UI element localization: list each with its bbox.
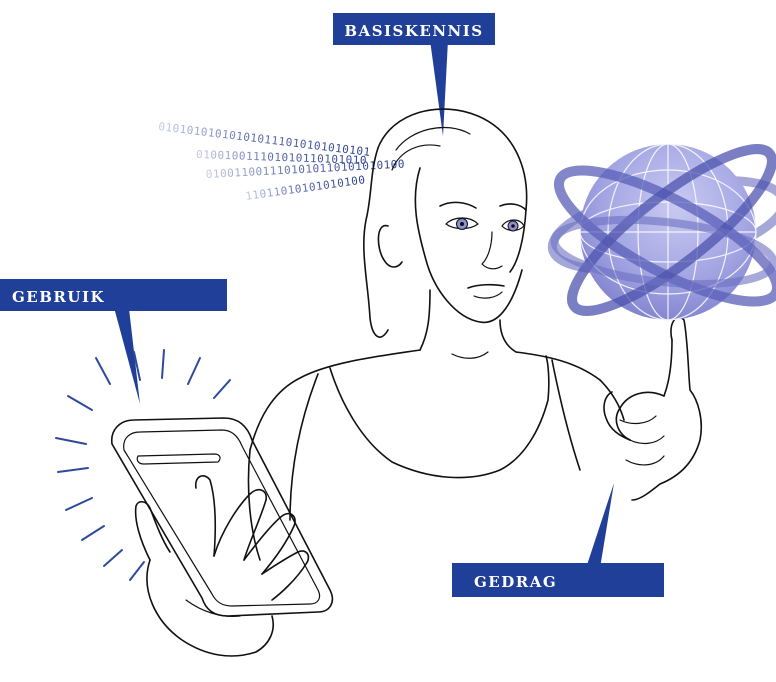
binary-stream-icon: 010101010101010111010101010101 010010011… <box>158 120 406 203</box>
eye-icon <box>446 218 478 230</box>
label-gebruik-text: GEBRUIK <box>12 288 105 306</box>
eye-icon <box>502 220 524 231</box>
tablet-device-icon <box>112 418 333 656</box>
globe-with-orbits-icon <box>543 127 776 333</box>
label-basiskennis: BASISKENNIS <box>333 13 495 136</box>
pointing-hand <box>604 317 701 500</box>
label-basiskennis-text: BASISKENNIS <box>344 22 483 40</box>
label-gedrag-text: GEDRAG <box>474 573 557 591</box>
label-gebruik: GEBRUIK <box>0 279 227 404</box>
